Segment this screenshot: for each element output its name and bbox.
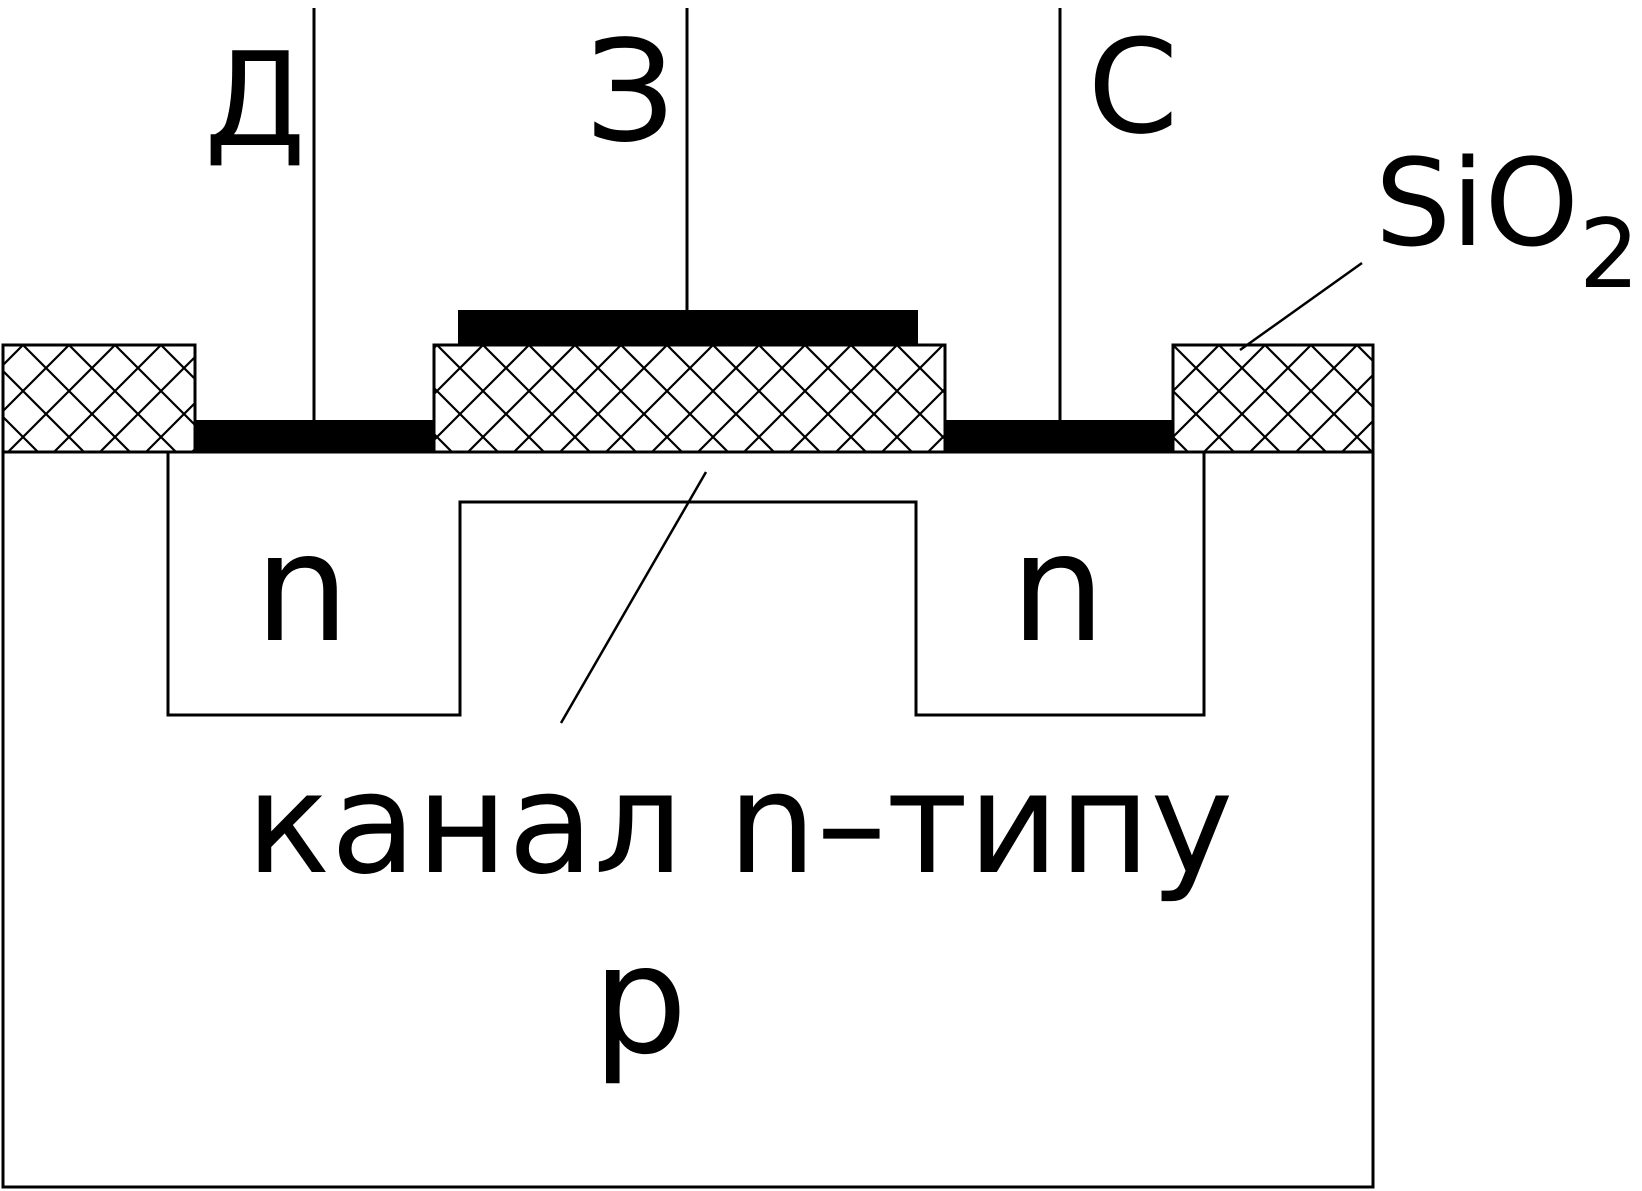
sio2-label-subscript: 2 (1579, 200, 1639, 310)
source-label: С (1088, 11, 1179, 163)
oxide-gate (432, 343, 947, 454)
oxide-right (1171, 343, 1375, 454)
channel-leader-line (559, 471, 708, 724)
sio2-leader-line (1239, 261, 1363, 352)
drain-contact (195, 420, 434, 452)
gate-label: З (585, 11, 675, 174)
source-contact (945, 420, 1173, 452)
source-region-label: n (1010, 502, 1105, 676)
channel-label: канал n–типу (246, 743, 1233, 906)
sio2-label: SiO2 (1375, 135, 1639, 310)
oxide-left (1, 343, 197, 454)
substrate-label: p (592, 914, 687, 1088)
drain-region-label: n (254, 502, 349, 676)
sio2-label-base: SiO (1375, 135, 1579, 274)
drain-label: Д (204, 24, 306, 176)
gate-contact (458, 310, 918, 345)
